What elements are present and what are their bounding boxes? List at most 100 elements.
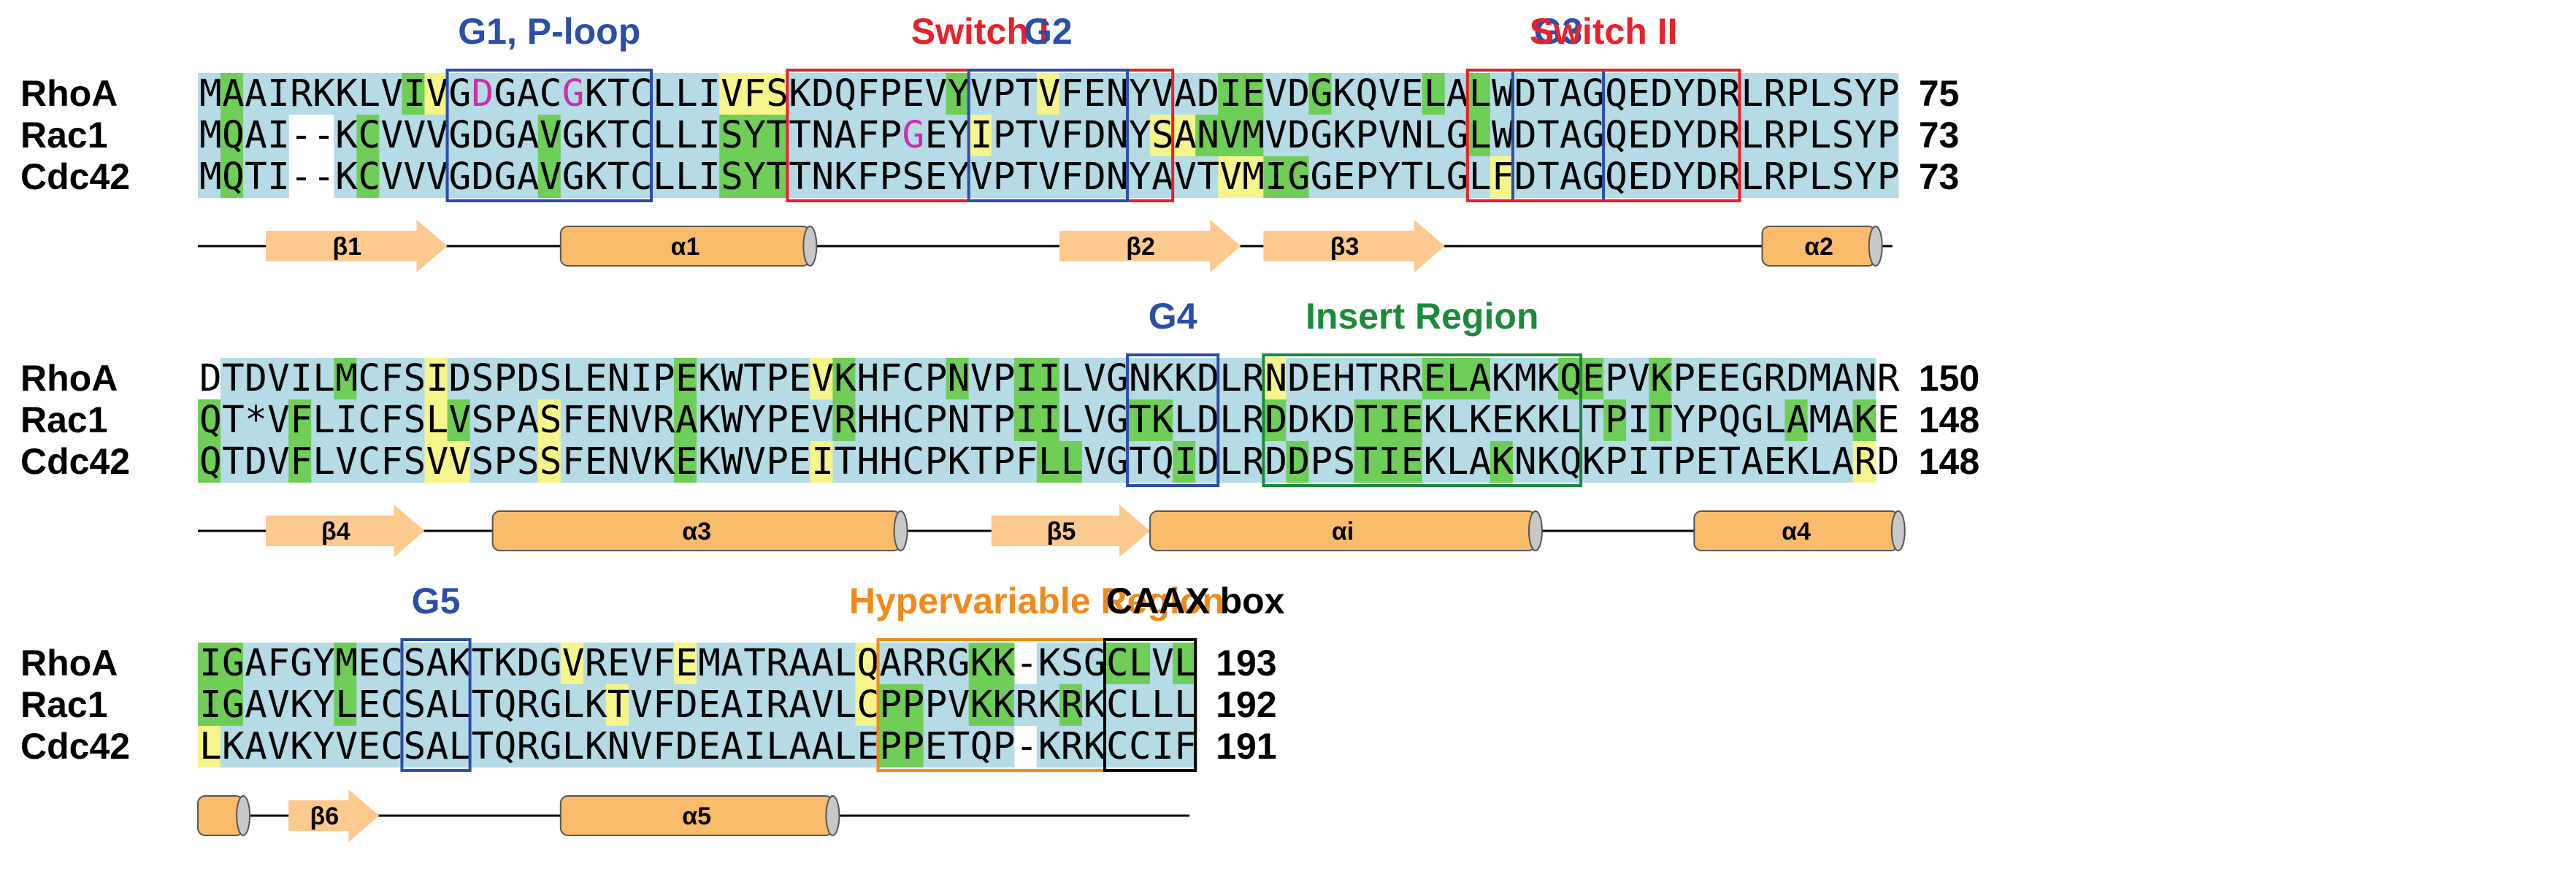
residue-shade — [1535, 115, 1559, 156]
residue-shade — [742, 684, 765, 726]
region-label: Switch II — [1530, 11, 1678, 52]
residue-shade — [968, 358, 992, 399]
residue-shade — [1694, 399, 1717, 441]
residue-shade — [878, 441, 902, 483]
residue-shade — [1308, 73, 1333, 115]
residue-shade — [1739, 156, 1763, 198]
residue-shade — [1013, 441, 1038, 483]
region-box-g — [1126, 353, 1220, 487]
residue-shade — [1739, 399, 1763, 441]
residue-shade — [424, 115, 448, 156]
residue-shade — [1150, 358, 1173, 399]
residue-shade — [1195, 115, 1219, 156]
region-box-g — [400, 638, 472, 772]
residue-shade — [1241, 156, 1264, 198]
residue-shade — [356, 358, 380, 399]
residue-shade — [1852, 115, 1877, 156]
residue-shade — [787, 643, 810, 684]
residue-shade — [1218, 73, 1241, 115]
residue-shade — [1218, 358, 1241, 399]
residue-shade — [1286, 115, 1310, 156]
residue-shade — [198, 115, 221, 156]
residue-shade — [221, 441, 244, 483]
residue-shade — [1036, 643, 1060, 684]
residue-shade — [288, 73, 312, 115]
residue-shade — [1739, 441, 1763, 483]
residue-shade — [764, 399, 788, 441]
residue-shade — [900, 156, 924, 198]
structure-label: β4 — [321, 518, 350, 545]
residue-shade — [719, 643, 743, 684]
residue-shade — [379, 399, 403, 441]
residue-shade — [1263, 358, 1287, 399]
residue-shade — [674, 441, 697, 483]
residue-shade — [379, 684, 403, 726]
residue-shade — [946, 726, 970, 767]
residue-shade — [1127, 643, 1151, 684]
residue-shade — [1059, 643, 1083, 684]
structure-label: β6 — [310, 803, 339, 830]
residue-shade — [221, 684, 244, 726]
residue-shade — [1399, 73, 1423, 115]
residue-shade — [379, 441, 403, 483]
residue-shade — [697, 358, 720, 399]
sequence-end-number: 148 — [1919, 441, 1979, 482]
residue-shade — [1762, 156, 1786, 198]
residue-shade — [356, 643, 380, 684]
region-box-g — [445, 69, 653, 202]
residue-shade — [674, 643, 697, 684]
residue-shade — [832, 399, 856, 441]
residue-shade — [537, 358, 561, 399]
residue-shade — [1105, 684, 1128, 726]
residue-shade — [605, 399, 629, 441]
residue-shade — [1331, 115, 1355, 156]
residue-shade — [1150, 441, 1173, 483]
residue-shade — [628, 73, 652, 115]
residue-shade — [1331, 73, 1355, 115]
residue-shade — [1354, 115, 1378, 156]
residue-shade — [810, 643, 833, 684]
residue-shade — [1241, 358, 1264, 399]
region-label: CAAX box — [1106, 581, 1285, 621]
residue-shade — [946, 73, 970, 115]
residue-shade — [810, 115, 833, 156]
residue-shade — [1081, 643, 1105, 684]
residue-shade — [1852, 73, 1877, 115]
residue-shade — [1785, 399, 1809, 441]
residue-shade — [1581, 441, 1604, 483]
residue-shade — [1671, 115, 1695, 156]
residue-shade — [1422, 156, 1446, 198]
residue-shade — [628, 643, 652, 684]
residue-shade — [900, 643, 924, 684]
residue-shade — [1263, 115, 1287, 156]
residue-shade — [697, 399, 720, 441]
residue-shade — [651, 156, 675, 198]
sequence-end-number: 191 — [1216, 726, 1276, 767]
residue-shade — [1081, 441, 1105, 483]
sequence-name: Cdc42 — [20, 156, 130, 197]
residue-shade — [583, 358, 607, 399]
residue-shade — [288, 684, 312, 726]
residue-shade — [1173, 441, 1196, 483]
residue-shade — [923, 726, 947, 767]
residue-shade — [1558, 441, 1582, 483]
residue-shade — [832, 441, 856, 483]
helix-end-cap — [825, 795, 840, 836]
residue-shade — [832, 684, 856, 726]
residue-shade — [492, 156, 516, 198]
residue-shade — [469, 156, 494, 198]
residue-shade — [1399, 156, 1423, 198]
residue-shade — [1558, 115, 1582, 156]
residue-shade — [968, 441, 992, 483]
residue-shade — [311, 643, 334, 684]
residue-shade — [1785, 441, 1809, 483]
residue-shade — [1376, 73, 1400, 115]
structure-label: β1 — [333, 233, 362, 261]
residue-shade — [1581, 73, 1604, 115]
residue-shade — [1581, 358, 1604, 399]
residue-shade — [991, 726, 1015, 767]
residue-shade — [221, 156, 244, 198]
sequence-residues: LKAVKYVECSALTQRGLKNVFDEAILAALEPPETQP-KRK… — [199, 725, 1197, 768]
region-box-g — [967, 69, 1130, 202]
residue-shade — [1059, 73, 1083, 115]
